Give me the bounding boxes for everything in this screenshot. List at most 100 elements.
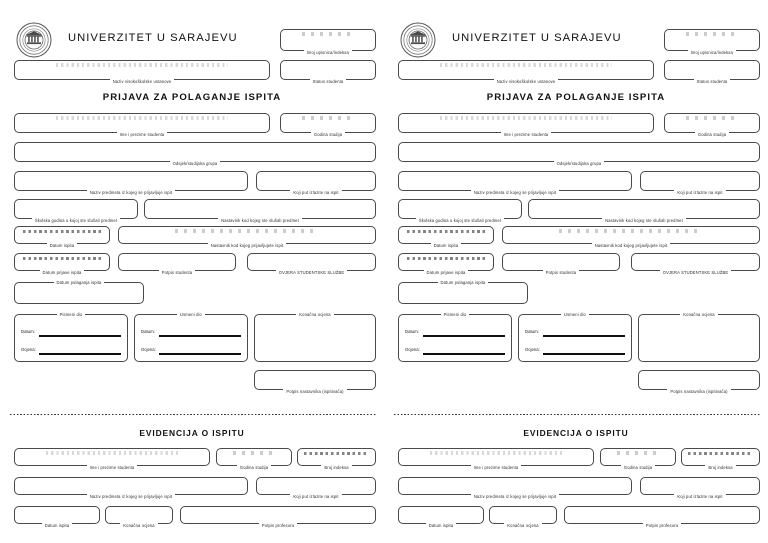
student-signature-field[interactable]: Potpis studenta (502, 253, 620, 275)
oral-grade-label: Ocjena: (141, 347, 156, 352)
register-number-field[interactable]: Broj upisnica/indeksa (280, 29, 376, 55)
application-date-label: Datum prijave ispita (399, 269, 493, 275)
student-status-field[interactable]: Status studenta (664, 60, 760, 84)
department-group-label: Odsjek/studijska grupa (15, 160, 375, 166)
field-ink-artifact (439, 116, 613, 120)
record-subject-name-label: Naziv predmeta iz kojeg se prijavljuje i… (15, 493, 247, 499)
teacher-attended-field[interactable]: Nastavnik kod kojeg ste slušali predmet (144, 199, 376, 223)
application-date-field[interactable]: Datum prijave ispita (14, 253, 110, 275)
field-ink-artifact (617, 451, 659, 455)
teacher-attended-label: Nastavnik kod kojeg ste slušali predmet (529, 217, 759, 223)
record-study-year-label: Godina studija (217, 464, 291, 470)
institution-name-label: Naziv visokoškolske ustanove (15, 78, 269, 84)
oral-date-input[interactable] (159, 335, 241, 337)
attempt-number-field[interactable]: Koji put izlazite na ispit (640, 171, 760, 195)
exam-taking-date-field[interactable]: Datum polaganja ispita (14, 279, 144, 304)
record-student-name-field[interactable]: Ime i prezime studenta (398, 448, 594, 470)
study-year-field[interactable]: Godina studija (280, 113, 376, 137)
register-number-field[interactable]: Broj upisnica/indeksa (664, 29, 760, 55)
record-student-name-label: Ime i prezime studenta (15, 464, 209, 470)
exam-date-label: Datum ispita (15, 242, 109, 248)
record-study-year-field[interactable]: Godina studija (216, 448, 292, 470)
student-name-field[interactable]: Ime i prezime studenta (398, 113, 654, 137)
oral-grade-input[interactable] (159, 353, 241, 355)
teacher-applied-field[interactable]: Nastavnik kod kojeg prijavljujete ispit (502, 226, 760, 248)
record-attempt-number-label: Koji put izlazite na ispit (257, 493, 375, 499)
teacher-signature-label: Potpis nastavnika (ispitivača) (255, 388, 375, 394)
oral-date-input[interactable] (543, 335, 625, 337)
exam-taking-date-label: Datum polaganja ispita (399, 279, 527, 285)
school-year-field[interactable]: Školska godina u kojoj ste slušali predm… (14, 199, 138, 223)
field-ink-artifact (685, 32, 739, 36)
record-professor-signature-field[interactable]: Potpis profesora (564, 506, 760, 528)
record-exam-date-field[interactable]: Datum ispita (14, 506, 100, 528)
institution-name-field[interactable]: Naziv visokoškolske ustanove (14, 60, 270, 84)
student-name-label: Ime i prezime studenta (399, 131, 653, 137)
office-verification-field[interactable]: OVJERA STUDENTSKE SLUŽBE (631, 253, 760, 275)
institution-name-field[interactable]: Naziv visokoškolske ustanove (398, 60, 654, 84)
application-date-field[interactable]: Datum prijave ispita (398, 253, 494, 275)
record-subject-name-field[interactable]: Naziv predmeta iz kojeg se prijavljuje i… (398, 477, 632, 499)
record-exam-date-field[interactable]: Datum ispita (398, 506, 484, 528)
university-seal-icon (400, 22, 436, 58)
teacher-applied-label: Nastavnik kod kojeg prijavljujete ispit (503, 242, 759, 248)
oral-part-box: Usmeni dio Datum: Ocjena: (134, 311, 248, 362)
exam-taking-date-field[interactable]: Datum polaganja ispita (398, 279, 528, 304)
teacher-applied-field[interactable]: Nastavnik kod kojeg prijavljujete ispit (118, 226, 376, 248)
record-subject-name-field[interactable]: Naziv predmeta iz kojeg se prijavljuje i… (14, 477, 248, 499)
oral-grade-label: Ocjena: (525, 347, 540, 352)
teacher-attended-label: Nastavnik kod kojeg ste slušali predmet (145, 217, 375, 223)
subject-name-field[interactable]: Naziv predmeta iz kojeg se prijavljuje i… (14, 171, 248, 195)
student-status-field[interactable]: Status studenta (280, 60, 376, 84)
record-index-number-field[interactable]: Broj indeksa (681, 448, 760, 470)
form-title: PRIJAVA ZA POLAGANJE ISPITA (486, 92, 666, 103)
record-index-number-label: Broj indeksa (298, 464, 375, 470)
record-attempt-number-field[interactable]: Koji put izlazite na ispit (640, 477, 760, 499)
subject-name-field[interactable]: Naziv predmeta iz kojeg se prijavljuje i… (398, 171, 632, 195)
field-ink-artifact (22, 230, 102, 233)
written-date-input[interactable] (423, 335, 505, 337)
school-year-field[interactable]: Školska godina u kojoj ste slušali predm… (398, 199, 522, 223)
attempt-number-field[interactable]: Koji put izlazite na ispit (256, 171, 376, 195)
teacher-signature-field[interactable]: Potpis nastavnika (ispitivača) (638, 370, 760, 394)
record-final-grade-field[interactable]: Konačna ocjena (489, 506, 557, 528)
field-ink-artifact (559, 229, 703, 233)
oral-part-box: Usmeni dio Datum: Ocjena: (518, 311, 632, 362)
student-signature-label: Potpis studenta (503, 269, 619, 275)
record-professor-signature-field[interactable]: Potpis profesora (180, 506, 376, 528)
teacher-signature-label: Potpis nastavnika (ispitivača) (639, 388, 759, 394)
final-grade-label: Konačna ocjena (639, 311, 759, 317)
record-final-grade-field[interactable]: Konačna ocjena (105, 506, 173, 528)
register-number-label: Broj upisnica/indeksa (665, 49, 759, 55)
attempt-number-label: Koji put izlazite na ispit (257, 189, 375, 195)
oral-part-label: Usmeni dio (135, 311, 247, 317)
exam-date-field[interactable]: Datum ispita (14, 226, 110, 248)
record-study-year-field[interactable]: Godina studija (600, 448, 676, 470)
institution-title: UNIVERZITET U SARAJEVU (68, 32, 238, 44)
record-student-name-field[interactable]: Ime i prezime studenta (14, 448, 210, 470)
department-group-field[interactable]: Odsjek/studijska grupa (14, 142, 376, 166)
oral-grade-input[interactable] (543, 353, 625, 355)
school-year-label: Školska godina u kojoj ste slušali predm… (399, 217, 521, 223)
written-grade-input[interactable] (423, 353, 505, 355)
written-grade-input[interactable] (39, 353, 121, 355)
written-date-input[interactable] (39, 335, 121, 337)
record-attempt-number-field[interactable]: Koji put izlazite na ispit (256, 477, 376, 499)
field-ink-artifact (233, 451, 275, 455)
school-year-label: Školska godina u kojoj ste slušali predm… (15, 217, 137, 223)
teacher-attended-field[interactable]: Nastavnik kod kojeg ste slušali predmet (528, 199, 760, 223)
record-index-number-field[interactable]: Broj indeksa (297, 448, 376, 470)
study-year-field[interactable]: Godina studija (664, 113, 760, 137)
field-ink-artifact (685, 116, 739, 120)
exam-date-field[interactable]: Datum ispita (398, 226, 494, 248)
department-group-field[interactable]: Odsjek/studijska grupa (398, 142, 760, 166)
written-grade-label: Ocjena: (405, 347, 420, 352)
final-grade-box[interactable]: Konačna ocjena (254, 311, 376, 362)
final-grade-box[interactable]: Konačna ocjena (638, 311, 760, 362)
office-verification-field[interactable]: OVJERA STUDENTSKE SLUŽBE (247, 253, 376, 275)
student-name-field[interactable]: Ime i prezime studenta (14, 113, 270, 137)
teacher-signature-field[interactable]: Potpis nastavnika (ispitivača) (254, 370, 376, 394)
student-signature-field[interactable]: Potpis studenta (118, 253, 236, 275)
written-grade-label: Ocjena: (21, 347, 36, 352)
